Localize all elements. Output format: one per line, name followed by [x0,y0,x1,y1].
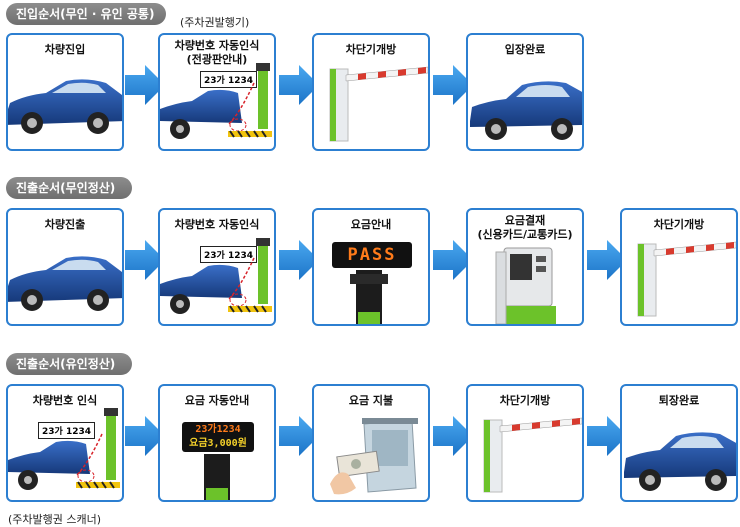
flow-arrow-icon [125,240,165,280]
entry-step-barrier-open: 차단기개방 [312,33,430,151]
license-plate: 23가 1234 [200,71,257,88]
display-pole-illustration [350,270,388,324]
flow-arrow-icon [433,240,473,280]
step-label: 요금 지불 [348,394,394,407]
step-label: 차단기개방 [653,218,705,231]
exit-manned-step-complete: 퇴장완료 [620,384,738,502]
barrier-gate-illustration [329,66,428,142]
led-fee-line: 요금3,000원 [189,438,247,449]
car-illustration [624,432,736,491]
ticket-machine-caption: (주차권발행기) [180,16,250,29]
led-plate-line: 23가1234 [195,424,241,435]
section-title-entry: 진입순서(무인 · 유인 공통) [6,3,166,25]
flow-arrow-icon [279,416,319,456]
step-label: 요금 자동안내 [184,394,250,407]
step-label: 차단기개방 [499,394,551,407]
exit-unmanned-step-payment: 요금결재 (신용카드/교통카드) [466,208,584,326]
car-illustration [470,81,582,140]
step-sublabel: (신용카드/교통카드) [477,228,573,241]
step-label-main: 요금결재 [504,214,546,227]
flow-arrow-icon [433,65,473,105]
flow-arrow-icon [433,416,473,456]
step-label: 입장완료 [504,43,546,56]
step-label: 차량진입 [44,43,86,56]
exit-unmanned-step-plate-recognition: 차량번호 자동인식 23가 1234 [158,208,276,326]
step-label: 차량진출 [44,218,86,231]
car-illustration [8,79,122,134]
flow-arrow-icon [125,416,165,456]
payment-kiosk-illustration [495,247,556,324]
flow-arrow-icon [587,416,627,456]
section-title-exit-manned: 진출순서(유인정산) [6,353,132,375]
step-label: 차량번호 인식 [32,394,98,407]
barrier-gate-illustration [483,417,582,493]
led-pass-display: PASS [332,242,412,268]
section-title-exit-unmanned: 진출순서(무인정산) [6,177,132,199]
step-label-main: 차량번호 자동인식 [174,39,260,52]
car-illustration [8,256,122,311]
led-fee-display: 23가1234 요금3,000원 [182,422,254,452]
step-label: 요금안내 [350,218,392,231]
flow-arrow-icon [279,65,319,105]
step-label: 요금결재 (신용카드/교통카드) [468,214,582,242]
exit-unmanned-step-barrier-open: 차단기개방 [620,208,738,326]
car-and-camera-illustration [160,238,272,314]
car-and-camera-illustration [160,63,272,139]
step-label: 퇴장완료 [658,394,700,407]
exit-unmanned-step-car-exit: 차량진출 [6,208,124,326]
display-pole-illustration [204,454,230,500]
exit-manned-step-fee-display: 요금 자동안내 23가1234 요금3,000원 [158,384,276,502]
flow-arrow-icon [125,65,165,105]
license-plate: 23가 1234 [200,246,257,263]
license-plate: 23가 1234 [38,422,95,439]
exit-manned-step-barrier-open: 차단기개방 [466,384,584,502]
entry-step-car-entry: 차량진입 [6,33,124,151]
flow-arrow-icon [587,240,627,280]
entry-step-plate-recognition: 차량번호 자동인식 (전광판안내) 23가 1234 [158,33,276,151]
exit-unmanned-step-fee-display: 요금안내 PASS [312,208,430,326]
step-label: 차량번호 자동인식 [174,218,260,231]
entry-step-complete: 입장완료 [466,33,584,151]
scanner-caption: (주차발행권 스캐너) [8,513,102,526]
exit-manned-step-plate-recognition: 차량번호 인식 23가 1234 [6,384,124,502]
step-label: 차량번호 자동인식 (전광판안내) [160,39,274,67]
flow-arrow-icon [279,240,319,280]
exit-manned-step-payment: 요금 지불 [312,384,430,502]
step-sublabel: (전광판안내) [186,53,248,66]
car-and-scanner-illustration [8,408,120,490]
barrier-gate-illustration [637,241,736,317]
step-label: 차단기개방 [345,43,397,56]
toll-booth-and-cash-illustration [330,418,418,495]
